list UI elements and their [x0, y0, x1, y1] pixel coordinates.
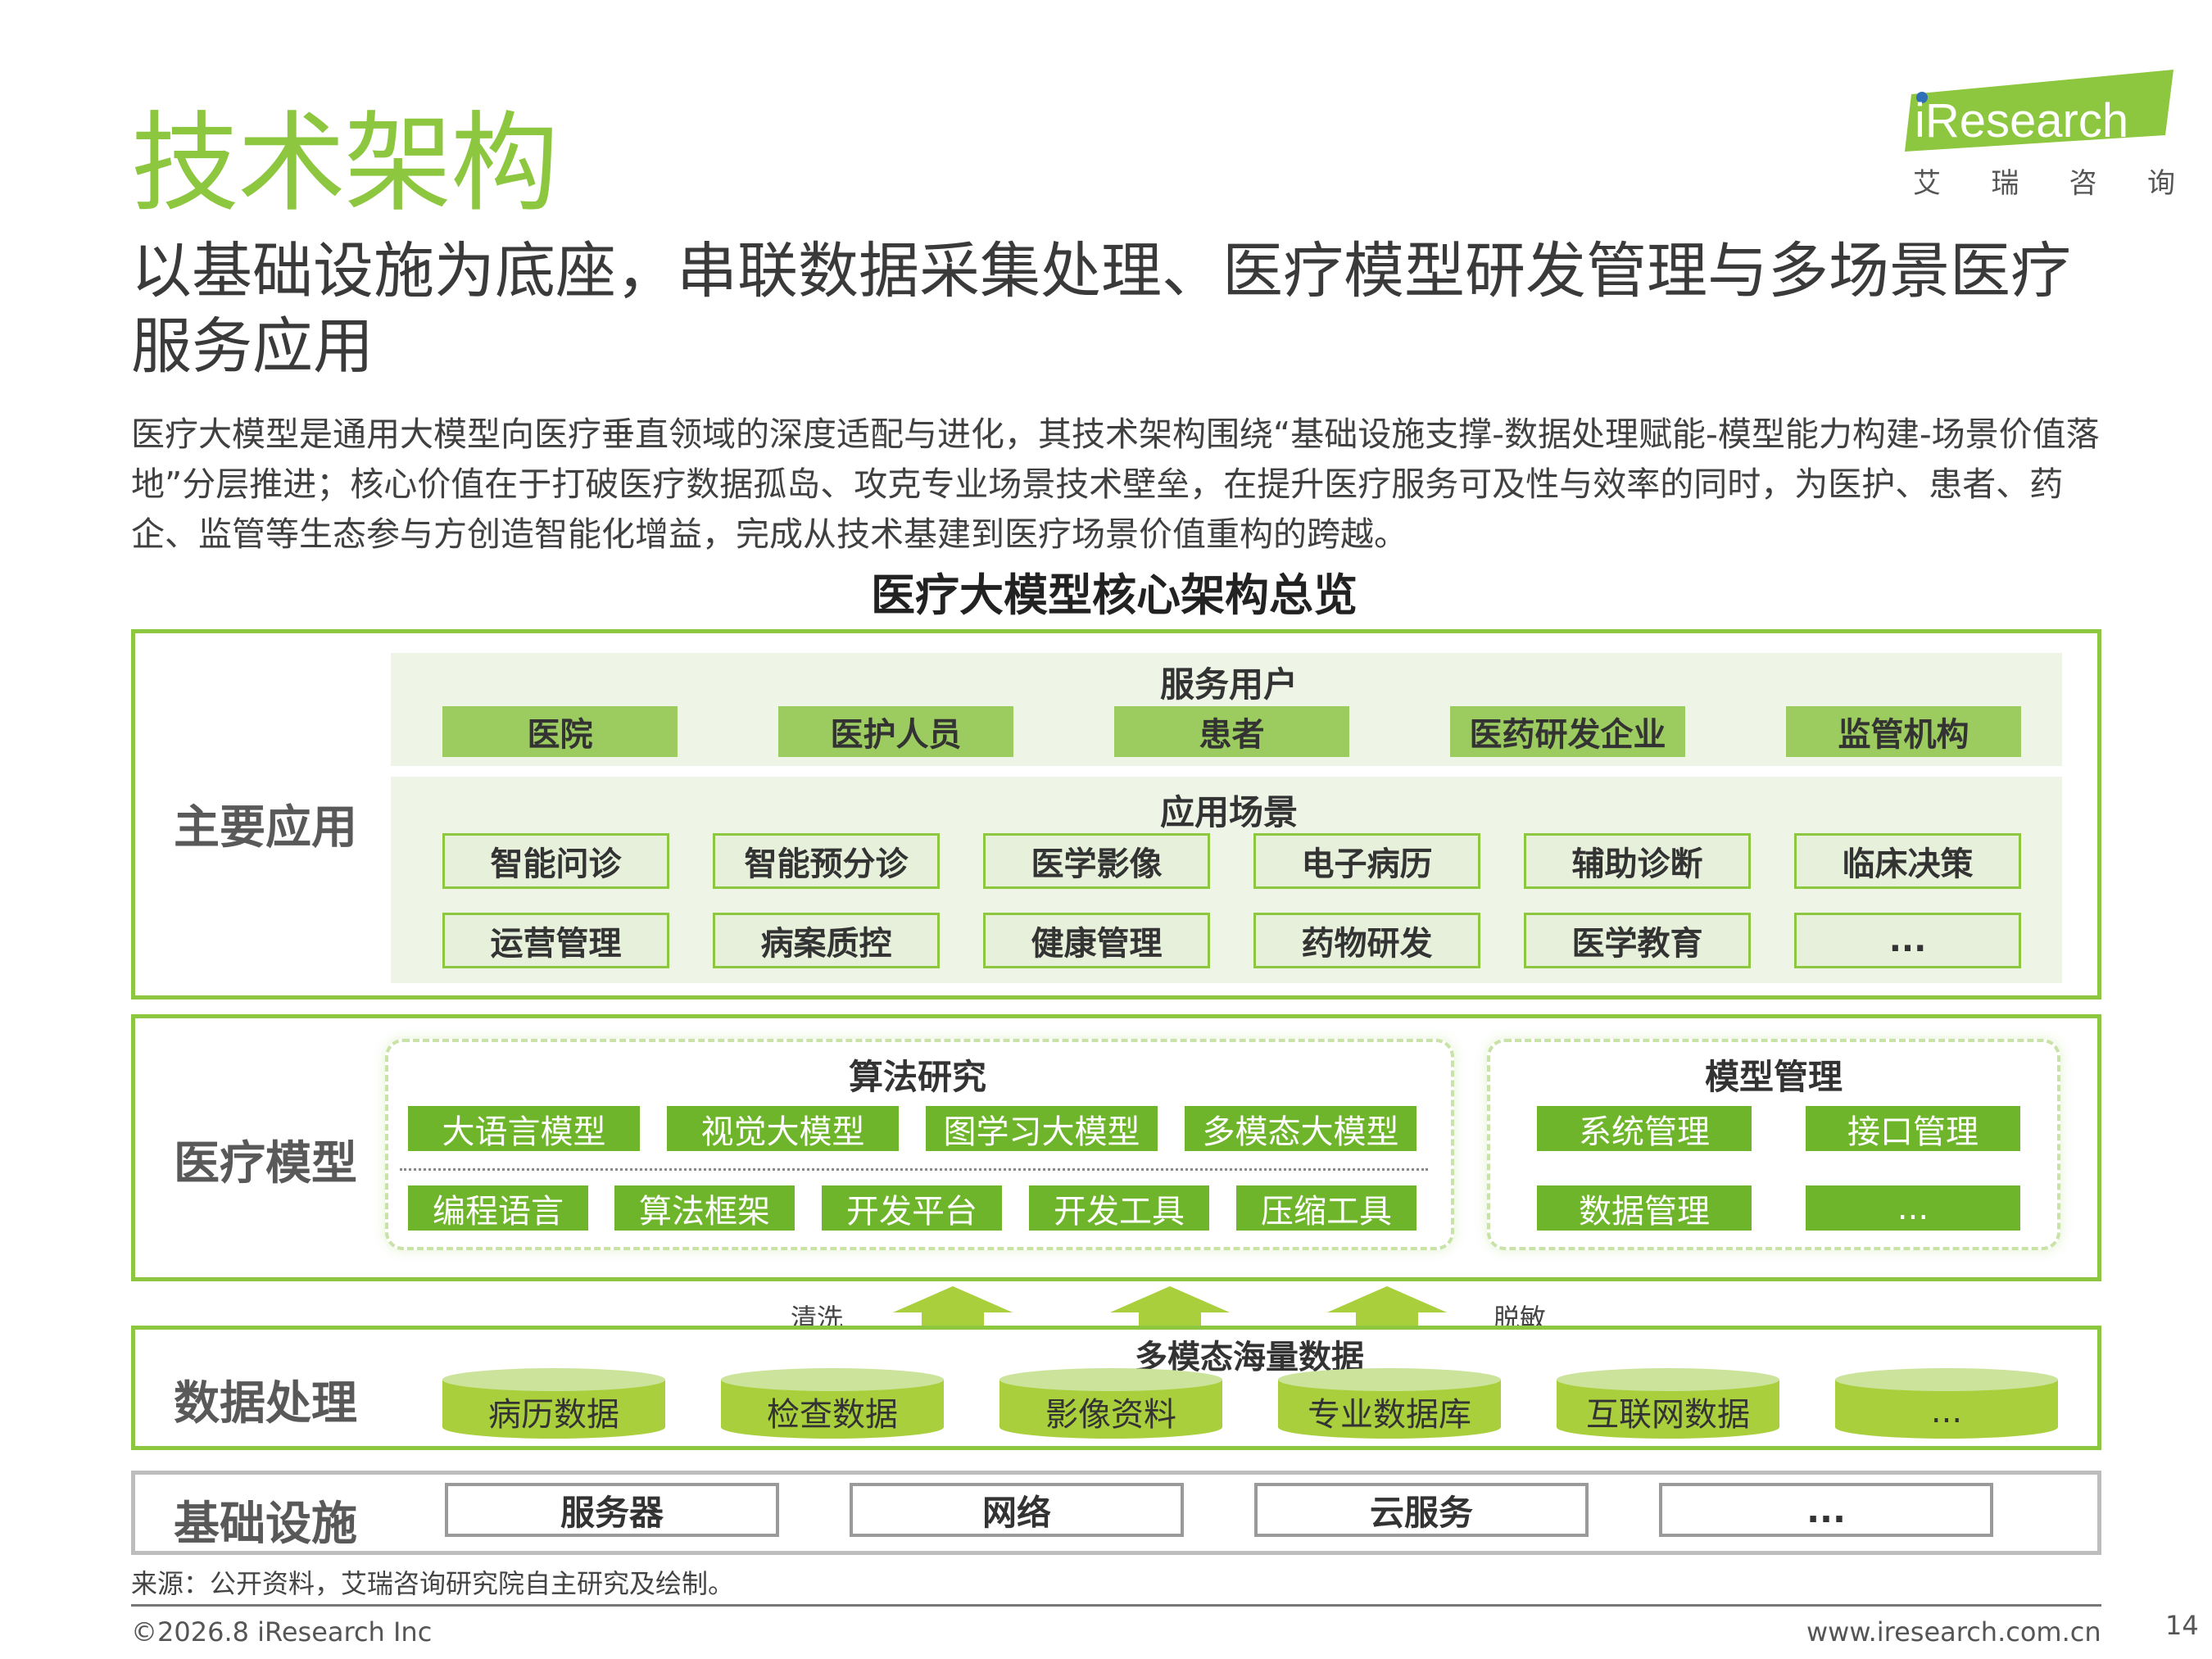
- model-layer-label: 医疗模型: [174, 1137, 357, 1190]
- algo-tool-item: 开发平台: [822, 1185, 1002, 1231]
- user-regulators: 监管机构: [1786, 706, 2021, 757]
- scene-item: 智能问诊: [442, 833, 669, 889]
- algorithm-research-title: 算法研究: [848, 1056, 986, 1097]
- upward-arrows: [893, 1286, 1447, 1327]
- scene-item: 辅助诊断: [1524, 833, 1751, 889]
- scene-item: 电子病历: [1253, 833, 1480, 889]
- algo-model-item: 多模态大模型: [1185, 1106, 1416, 1151]
- database-icon: [1835, 1368, 2058, 1439]
- infra-item: 网络: [850, 1483, 1184, 1537]
- mgmt-item: 系统管理: [1537, 1106, 1752, 1151]
- multimodal-data-title: 多模态海量数据: [1135, 1339, 1364, 1376]
- up-arrow-icon: [1110, 1286, 1230, 1327]
- logo-subtitle: 艾瑞咨询: [1913, 167, 2175, 200]
- data-item: 病历数据: [488, 1396, 619, 1434]
- database-cylinders: [442, 1368, 2058, 1439]
- scene-item: 健康管理: [983, 913, 1210, 968]
- user-hospital: 医院: [442, 706, 678, 757]
- scene-item: 药物研发: [1253, 913, 1480, 968]
- up-arrow-icon: [893, 1286, 1013, 1327]
- copyright: ©2026.8 iResearch Inc: [131, 1616, 433, 1648]
- data-item: 互联网数据: [1586, 1396, 1750, 1434]
- mgmt-item: 数据管理: [1537, 1185, 1752, 1231]
- mgmt-item: 接口管理: [1806, 1106, 2020, 1151]
- algo-tool-item: 开发工具: [1029, 1185, 1209, 1231]
- database-icon: [1278, 1368, 1501, 1439]
- infra-item: 服务器: [445, 1483, 779, 1537]
- mgmt-item: ...: [1806, 1185, 2020, 1231]
- scene-item: 病案质控: [713, 913, 940, 968]
- page-subtitle: 以基础设施为底座，串联数据采集处理、医疗模型研发管理与多场景医疗服务应用: [131, 236, 2071, 382]
- up-arrow-icon: [1327, 1286, 1447, 1327]
- source-note: 来源：公开资料，艾瑞咨询研究院自主研究及绘制。: [131, 1568, 735, 1599]
- page-title: 技术架构: [131, 101, 559, 227]
- model-management-title: 模型管理: [1704, 1056, 1843, 1097]
- scene-item: ...: [1794, 913, 2021, 968]
- user-patients: 患者: [1114, 706, 1349, 757]
- database-icon: [1557, 1368, 1779, 1439]
- scenes-panel: [391, 777, 2062, 983]
- infra-item: 云服务: [1254, 1483, 1589, 1537]
- algo-tool-item: 算法框架: [614, 1185, 795, 1231]
- infrastructure-layer: [131, 1471, 2101, 1555]
- data-layer-label: 数据处理: [174, 1377, 357, 1430]
- database-icon: [721, 1368, 944, 1439]
- iresearch-logo: iResearch: [1905, 70, 2183, 193]
- data-item: 检查数据: [767, 1396, 898, 1434]
- diagram-title: 医疗大模型核心架构总览: [871, 569, 1358, 621]
- scene-item: 运营管理: [442, 913, 669, 968]
- user-medical-staff: 医护人员: [778, 706, 1013, 757]
- website-link[interactable]: www.iresearch.com.cn: [1806, 1616, 2101, 1648]
- infrastructure-layer-label: 基础设施: [174, 1498, 357, 1551]
- data-item: 影像资料: [1045, 1396, 1176, 1434]
- description-text: 医疗大模型是通用大模型向医疗垂直领域的深度适配与进化，其技术架构围绕“基础设施支…: [131, 415, 2100, 554]
- footer-divider: [131, 1604, 2101, 1607]
- scene-item: 医学影像: [983, 833, 1210, 889]
- infra-item: ...: [1659, 1483, 1993, 1537]
- data-item: 专业数据库: [1308, 1396, 1471, 1434]
- data-item: ...: [1930, 1393, 1963, 1430]
- page-number: 14: [2165, 1610, 2199, 1641]
- logo-text: iResearch: [1915, 94, 2128, 147]
- scene-item: 临床决策: [1794, 833, 2021, 889]
- separator-line: [400, 1168, 1428, 1171]
- scene-item: 智能预分诊: [713, 833, 940, 889]
- database-icon: [999, 1368, 1222, 1439]
- database-icon: [442, 1368, 665, 1439]
- algo-model-item: 大语言模型: [408, 1106, 640, 1151]
- application-layer-label: 主要应用: [174, 801, 357, 854]
- algo-model-item: 图学习大模型: [926, 1106, 1158, 1151]
- service-users-title: 服务用户: [1159, 664, 1298, 705]
- scene-item: 医学教育: [1524, 913, 1751, 968]
- user-pharma-rd: 医药研发企业: [1450, 706, 1685, 757]
- algo-tool-item: 压缩工具: [1236, 1185, 1416, 1231]
- algo-model-item: 视觉大模型: [667, 1106, 899, 1151]
- scenes-title: 应用场景: [1159, 791, 1298, 832]
- algo-tool-item: 编程语言: [408, 1185, 588, 1231]
